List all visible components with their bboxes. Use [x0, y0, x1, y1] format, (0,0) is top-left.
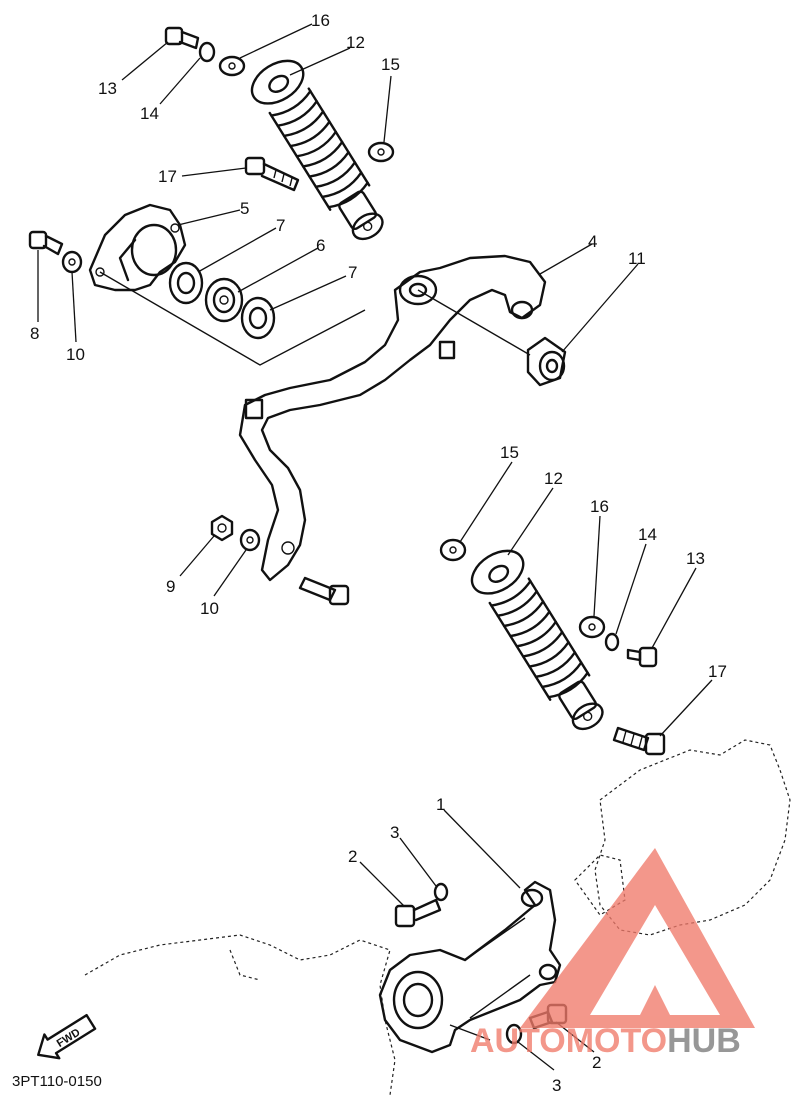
- arm-mount-bolt: [298, 576, 350, 606]
- lower-plate-washer-16: [578, 615, 606, 639]
- collar-11: [526, 336, 567, 387]
- engine-case-outline-left: [84, 934, 396, 1096]
- callout-17-upper: 17: [158, 167, 177, 186]
- fwd-arrow: FWD: [37, 1013, 97, 1060]
- callout-16-upper: 16: [311, 11, 330, 30]
- callout-7-lower: 7: [348, 263, 357, 282]
- upper-washer-15: [367, 141, 395, 163]
- callout-12-upper: 12: [346, 33, 365, 52]
- alignment-line-bracket: [99, 271, 366, 366]
- bracket-washer-3-upper: [433, 882, 449, 902]
- watermark-hub: HUB: [667, 1022, 741, 1060]
- watermark-moto: MOTO: [566, 1022, 667, 1060]
- callout-labels: 16 12 13 14 15 17 5 7 6 7 4 11 8 10 15 1…: [30, 11, 727, 1095]
- callout-13-lower: 13: [686, 549, 705, 568]
- callout-14-lower: 14: [638, 525, 657, 544]
- callout-10-upper: 10: [66, 345, 85, 364]
- upper-plate-washer-16: [218, 55, 246, 77]
- callout-5: 5: [240, 199, 249, 218]
- callout-10-lower: 10: [200, 599, 219, 618]
- pipe-bracket: [378, 880, 562, 1054]
- alignment-line-collar: [417, 289, 531, 356]
- callout-11: 11: [628, 249, 646, 268]
- bracket-washer-3-lower: [505, 1023, 523, 1045]
- upper-lock-washer-14: [198, 41, 216, 63]
- lower-shock-spring: [488, 577, 591, 701]
- lower-washer-15: [439, 538, 467, 562]
- callout-17-lower: 17: [708, 662, 727, 681]
- callout-15-upper: 15: [381, 55, 400, 74]
- callout-2-lower: 2: [592, 1053, 601, 1072]
- oil-seal-7b: [240, 296, 276, 340]
- callout-16-lower: 16: [590, 497, 609, 516]
- callout-3-upper: 3: [390, 823, 399, 842]
- lower-bolt-17: [612, 726, 666, 756]
- callout-4: 4: [588, 232, 597, 251]
- svg-text:AUTOMOTOHUB: AUTOMOTOHUB: [470, 1022, 741, 1060]
- upper-shock-absorber: [250, 59, 384, 241]
- lower-bolt-13: [626, 646, 658, 668]
- alignment-line-bracket-lower: [449, 1024, 491, 1041]
- watermark-auto: AUTO: [470, 1022, 566, 1060]
- bearing-6: [204, 277, 244, 323]
- callout-14-upper: 14: [140, 104, 159, 123]
- lower-shock-absorber: [470, 549, 604, 731]
- engine-case-outline-right: [574, 739, 791, 936]
- lower-lock-washer-14: [604, 632, 620, 652]
- upper-shock-spring: [268, 87, 371, 211]
- bracket-plate: [88, 203, 187, 292]
- callout-3-lower: 3: [552, 1076, 561, 1095]
- rear-arm: [238, 254, 547, 582]
- upper-bolt-13: [164, 26, 200, 50]
- leader-lines: [37, 23, 713, 1071]
- diagram-code: 3PT110-0150: [12, 1073, 102, 1090]
- upper-bolt-17: [244, 156, 300, 192]
- callout-15-lower: 15: [500, 443, 519, 462]
- callout-1: 1: [436, 795, 445, 814]
- callout-2-upper: 2: [348, 847, 357, 866]
- lower-left-washer-10: [239, 528, 261, 552]
- oil-seal-7a: [168, 261, 204, 305]
- bracket-bolt-2-upper: [394, 898, 442, 928]
- callout-9: 9: [166, 577, 175, 596]
- left-bolt-8: [28, 230, 64, 256]
- nut-9: [210, 514, 234, 542]
- callout-13-upper: 13: [98, 79, 117, 98]
- callout-12-lower: 12: [544, 469, 563, 488]
- watermark-logo: AUTOMOTOHUB: [470, 848, 755, 1060]
- callout-8: 8: [30, 324, 39, 343]
- watermark-triangle-mark: [520, 848, 755, 1028]
- left-washer-10: [61, 250, 83, 274]
- callout-7-upper: 7: [276, 216, 285, 235]
- callout-6: 6: [316, 236, 325, 255]
